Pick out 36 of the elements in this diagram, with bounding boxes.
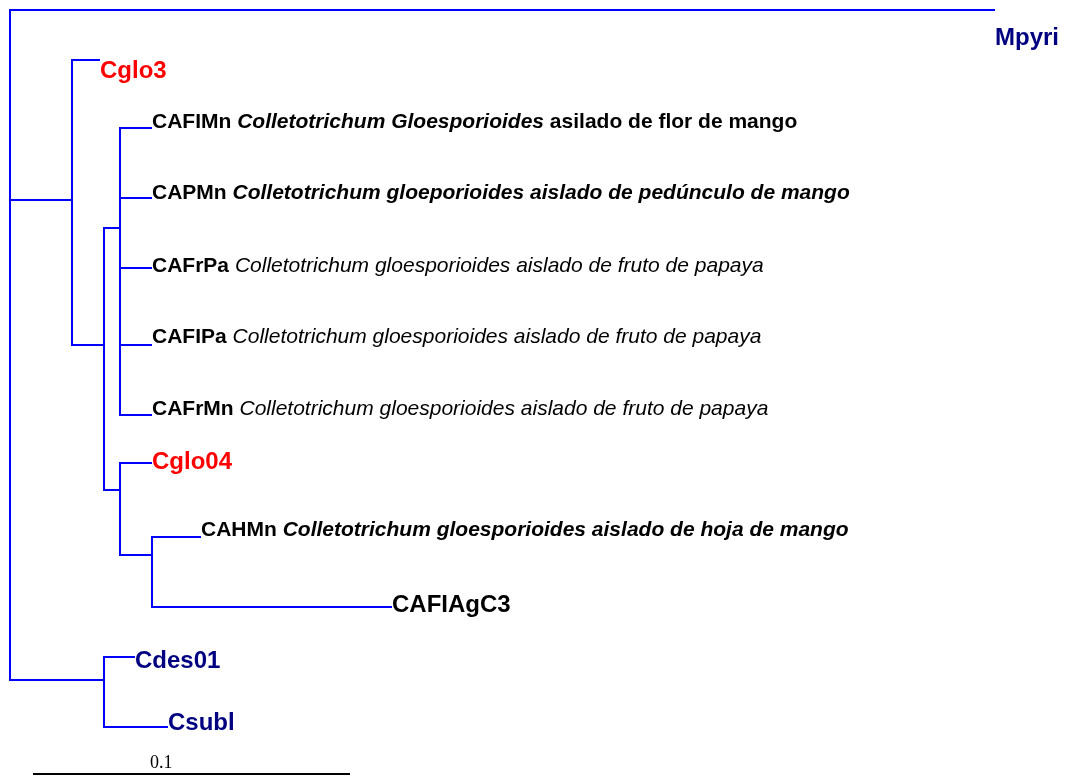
branch-line (119, 127, 153, 129)
clade-bracket-line (103, 227, 105, 491)
taxon-label: Mpyri (995, 24, 1059, 50)
branch-line (151, 606, 393, 608)
clade-bracket-line (151, 536, 153, 608)
taxon-label: CAHMn Colletotrichum gloesporioides aislado de hoja de mango (201, 516, 849, 542)
branch-line (71, 344, 105, 346)
branch-line (119, 267, 153, 269)
branch-line (119, 197, 153, 199)
taxon-label: CAFIPa Colletotrichum gloesporioides aislado de fruto de papaya (152, 323, 762, 349)
branch-line (119, 414, 153, 416)
branch-line (103, 656, 136, 658)
branch-line (119, 554, 153, 556)
clade-bracket-line (9, 9, 11, 681)
branch-line (9, 679, 105, 681)
taxon-label: CAFIMn Colletotrichum Gloesporioides asilado de flor de mango (152, 108, 798, 134)
taxon-label: CAFrMn Colletotrichum gloesporioides aislado de fruto de papaya (152, 395, 769, 421)
branch-line (9, 9, 996, 11)
branch-line (119, 462, 153, 464)
taxon-label: Csubl (168, 709, 235, 735)
scale-label: 0.1 (150, 752, 173, 773)
taxon-label: CAPMn Colletotrichum gloeporioides aislado de pedúnculo de mango (152, 179, 850, 205)
branch-line (103, 726, 169, 728)
clade-bracket-line (103, 656, 105, 728)
branch-line (119, 344, 153, 346)
branch-line (71, 59, 101, 61)
branch-line (151, 536, 202, 538)
taxon-label: Cglo04 (152, 448, 232, 474)
clade-bracket-line (71, 59, 73, 346)
clade-bracket-line (119, 462, 121, 556)
taxon-label: CAFrPa Colletotrichum gloesporioides aislado de fruto de papaya (152, 252, 764, 278)
clade-bracket-line (119, 127, 121, 416)
taxon-label: Cglo3 (100, 57, 167, 83)
taxon-label: CAFIAgC3 (392, 591, 511, 617)
taxon-label: Cdes01 (135, 647, 221, 673)
branch-line (9, 199, 73, 201)
